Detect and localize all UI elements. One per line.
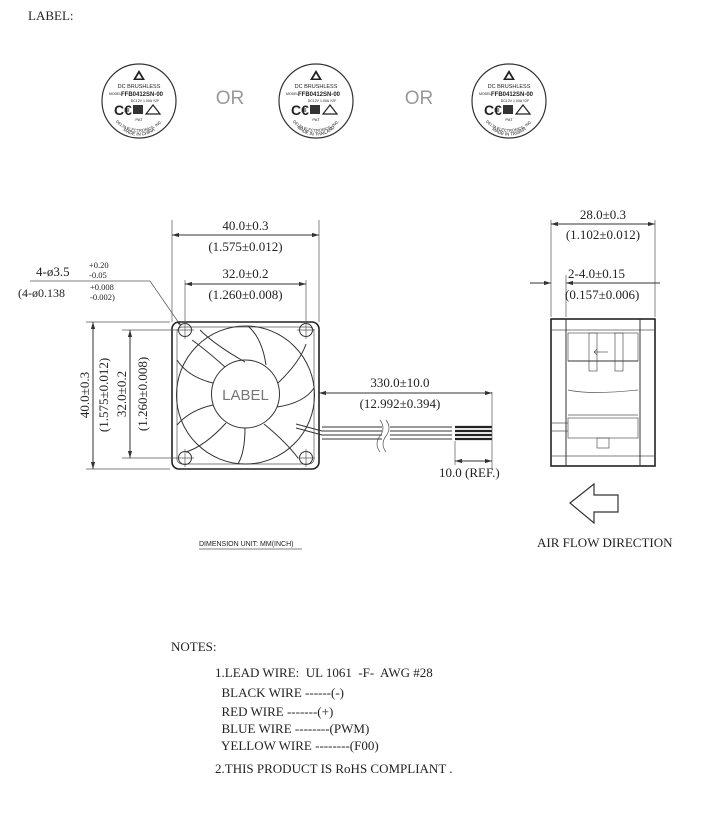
fan-label-china: DELTA ELECTRONICS, INC. MADE IN CHINA [101, 63, 177, 139]
notes-title: NOTES: [171, 639, 217, 654]
svg-text:330.0±10.0: 330.0±10.0 [370, 375, 429, 390]
fan-side-view [550, 318, 656, 467]
dim-depth: 28.0±0.3 (1.102±0.012) [550, 207, 656, 317]
hub-label-circle [211, 359, 280, 429]
svg-text:32.0±0.2: 32.0±0.2 [114, 371, 129, 417]
svg-text:(4-ø0.138: (4-ø0.138 [18, 286, 65, 300]
fan-label-taiwan: DELTA ELECTRONICS, INC. MADE IN TAIWAN [471, 63, 547, 139]
svg-text:2-4.0±0.15: 2-4.0±0.15 [568, 266, 625, 281]
svg-text:+0.20: +0.20 [89, 260, 109, 270]
svg-text:40.0±0.3: 40.0±0.3 [77, 372, 92, 418]
svg-text:(0.157±0.006): (0.157±0.006) [565, 287, 639, 302]
svg-text:(1.102±0.012): (1.102±0.012) [566, 227, 640, 242]
svg-text:MADE IN CHINA: MADE IN CHINA [122, 127, 155, 137]
svg-text:10.0 (REF.): 10.0 (REF.) [439, 465, 500, 480]
svg-text:4-ø3.5: 4-ø3.5 [36, 264, 70, 279]
svg-text:(1.260±0.008): (1.260±0.008) [135, 357, 150, 431]
note-line: RED WIRE -------(+) [215, 704, 333, 719]
or-separator-2: OR [405, 88, 434, 109]
note-line: YELLOW WIRE --------(F00) [215, 738, 379, 753]
svg-text:(1.575±0.012): (1.575±0.012) [96, 358, 111, 432]
or-separator-1: OR [216, 88, 245, 109]
fan-front-view: LABEL [171, 321, 320, 470]
svg-text:28.0±0.3: 28.0±0.3 [580, 207, 626, 222]
airflow-arrow-icon [569, 482, 619, 525]
dim-hole-diameter: 4-ø3.5 +0.20 -0.05 (4-ø0.138 +0.008 -0.0… [18, 260, 182, 327]
dim-flange: 2-4.0±0.15 (0.157±0.006) [530, 266, 660, 317]
dim-strip-length: 10.0 (REF.) [439, 441, 500, 480]
svg-text:40.0±0.3: 40.0±0.3 [222, 218, 268, 233]
dim-wire-length: 330.0±10.0 (12.992±0.394) [319, 375, 493, 470]
note-line: 2.THIS PRODUCT IS RoHS COMPLIANT . [215, 761, 453, 776]
dim-hole-pitch: 32.0±0.2 (1.260±0.008) [184, 266, 307, 323]
airflow-direction-label: AIR FLOW DIRECTION [537, 535, 673, 550]
note-line: BLACK WIRE ------(-) [215, 685, 344, 700]
svg-text:(1.260±0.008): (1.260±0.008) [208, 287, 282, 302]
dim-overall-height: 40.0±0.3 (1.575±0.012) [77, 321, 170, 470]
fan-label-thailand: DELTA ELECTRONICS, INC. MADE IN THAILAND [278, 63, 354, 139]
svg-text:+0.008: +0.008 [90, 282, 114, 292]
hub-label-text: LABEL [222, 387, 269, 404]
dimension-unit-note: DIMENSION UNIT: MM(INCH) [199, 541, 294, 548]
svg-text:-0.05: -0.05 [89, 270, 107, 280]
svg-text:(1.575±0.012): (1.575±0.012) [208, 239, 282, 254]
note-line: 1.LEAD WIRE: UL 1061 -F- AWG #28 [215, 665, 433, 680]
svg-text:32.0±0.2: 32.0±0.2 [222, 266, 268, 281]
dim-overall-width: 40.0±0.3 (1.575±0.012) [171, 218, 320, 322]
svg-text:-0.002): -0.002) [90, 292, 115, 302]
label-section-title: LABEL: [28, 8, 74, 23]
svg-text:(12.992±0.394): (12.992±0.394) [360, 396, 441, 411]
dim-vertical-pitch: 32.0±0.2 (1.260±0.008) [114, 329, 178, 459]
lead-wires [295, 419, 492, 453]
note-line: BLUE WIRE --------(PWM) [215, 721, 369, 736]
